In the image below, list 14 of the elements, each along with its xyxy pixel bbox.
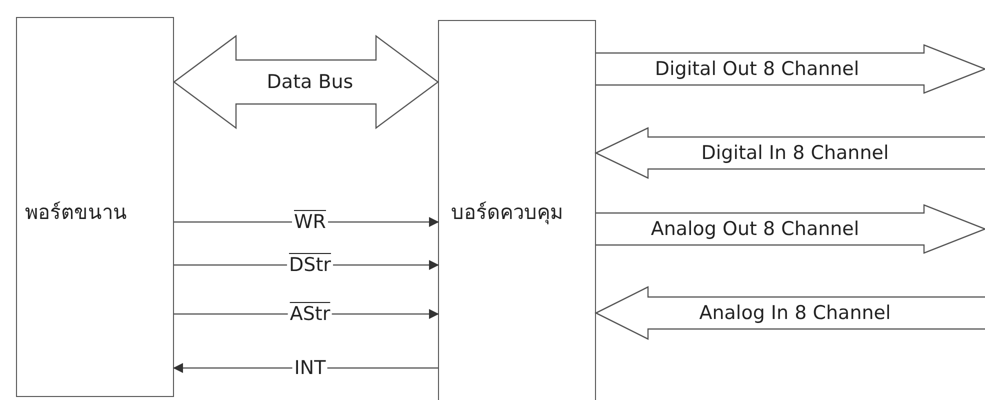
edge-label: Digital Out 8 Channel [654, 58, 860, 80]
block-box [16, 17, 174, 397]
bus-arrow [594, 127, 985, 179]
edge-label: Digital In 8 Channel [700, 142, 890, 164]
bus-arrow [595, 204, 985, 254]
block-box [438, 20, 596, 400]
edge-label: Data Bus [266, 71, 354, 93]
block-label: บอร์ดควบคุม [451, 199, 563, 226]
edge-label: Analog In 8 Channel [698, 302, 892, 324]
bus-arrow [173, 34, 439, 130]
block-label: พอร์ตขนาน [25, 199, 127, 226]
bus-arrow [594, 286, 985, 340]
bus-arrow [595, 44, 985, 94]
edge-label: Analog Out 8 Channel [650, 218, 860, 240]
